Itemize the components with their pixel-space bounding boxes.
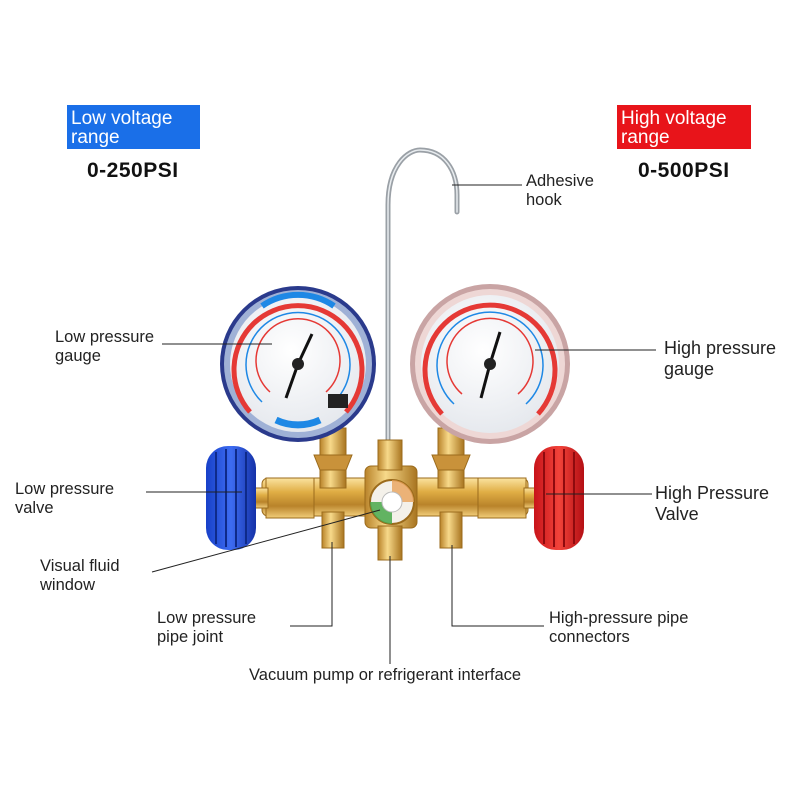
high-range-value: 0-500PSI: [638, 159, 730, 182]
low-pressure-gauge: [220, 286, 376, 442]
low-pressure-knob: [206, 446, 256, 550]
high-voltage-range-badge: High voltage range: [617, 105, 751, 149]
leader-lines: [146, 184, 656, 664]
low-range-value: 0-250PSI: [87, 159, 179, 182]
high-pressure-gauge: [410, 284, 570, 444]
high-pressure-knob: [534, 446, 584, 550]
low-voltage-range-badge: Low voltage range: [67, 105, 200, 149]
label-vacuum-interface: Vacuum pump or refrigerant interface: [249, 666, 522, 684]
